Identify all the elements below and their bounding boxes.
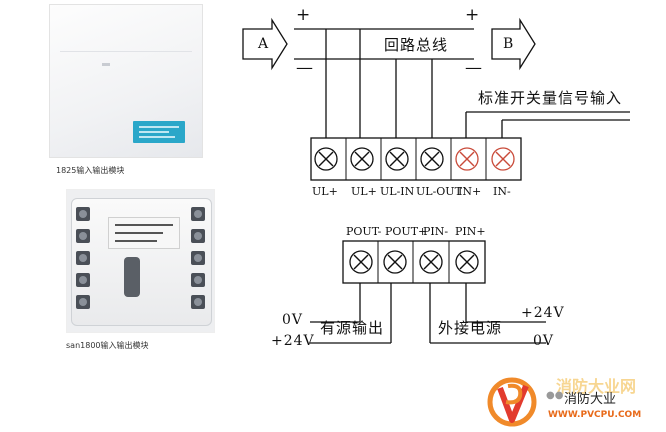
wechat-icon: ●● [546, 390, 564, 401]
module-slot [102, 63, 110, 66]
arrow-b-label: B [503, 36, 514, 52]
module-nameplate [133, 121, 185, 143]
terminal-label-ul-out: UL-OUT [416, 185, 462, 198]
module-1825-caption: 1825输入输出模块 [56, 166, 125, 175]
terminal-label-pin-plus: PIN+ [455, 225, 486, 238]
terminal-label-in-minus: IN- [493, 185, 511, 198]
module-terminal [191, 273, 205, 287]
module-center-block [124, 257, 140, 297]
module-terminal [191, 251, 205, 265]
bus-plus-right: + [465, 5, 480, 25]
module-terminal [76, 207, 90, 221]
pin-0v-label: 0V [533, 333, 555, 349]
watermark-site: WWW.PVCPU.COM [548, 410, 642, 420]
pin-24v-label: +24V [521, 305, 565, 321]
module-face-seam [60, 51, 192, 52]
pout-24v-label: +24V [271, 333, 315, 349]
arrow-b-shape [491, 17, 536, 71]
module-terminal [76, 229, 90, 243]
watermark-big-text: 消防大业网 [556, 377, 637, 396]
module-terminal [76, 251, 90, 265]
bus-plus-left: + [296, 5, 311, 25]
terminal-block-top [310, 137, 522, 181]
module-terminal [76, 273, 90, 287]
module-terminal [191, 229, 205, 243]
module-san1800-caption: san1800输入输出模块 [66, 341, 149, 350]
arrow-a-shape [242, 17, 288, 71]
watermark: 消防大业网 ●● 消防大业 WWW.PVCPU.COM [486, 374, 666, 432]
pvcpu-logo-icon [487, 377, 537, 427]
terminal-label-in-plus: IN+ [458, 185, 482, 198]
external-power-label: 外接电源 [438, 319, 503, 337]
bus-minus-left: — [296, 58, 313, 78]
watermark-brand: 消防大业 [564, 392, 617, 407]
terminal-label-pout-plus: POUT+ [385, 225, 428, 238]
terminal-label-ul-plus-1: UL+ [312, 185, 338, 198]
terminal-label-ul-plus-2: UL+ [351, 185, 377, 198]
pout-0v-label: 0V [282, 312, 304, 328]
bus-minus-right: — [465, 58, 482, 78]
module-1825-photo [49, 4, 203, 158]
arrow-a-label: A [258, 36, 269, 52]
module-housing [71, 198, 212, 326]
module-terminal [76, 295, 90, 309]
module-terminal [191, 207, 205, 221]
signal-input-label: 标准开关量信号输入 [478, 89, 623, 107]
module-label-plate [108, 217, 180, 249]
bus-label: 回路总线 [384, 36, 449, 54]
terminal-label-pout-minus: POUT- [346, 225, 382, 238]
terminal-block-bottom [342, 240, 486, 284]
terminal-label-pin-minus: PIN- [423, 225, 449, 238]
terminal-label-ul-in: UL-IN [380, 185, 415, 198]
module-san1800-photo [66, 189, 215, 333]
active-output-label: 有源输出 [320, 319, 385, 337]
module-terminal [191, 295, 205, 309]
